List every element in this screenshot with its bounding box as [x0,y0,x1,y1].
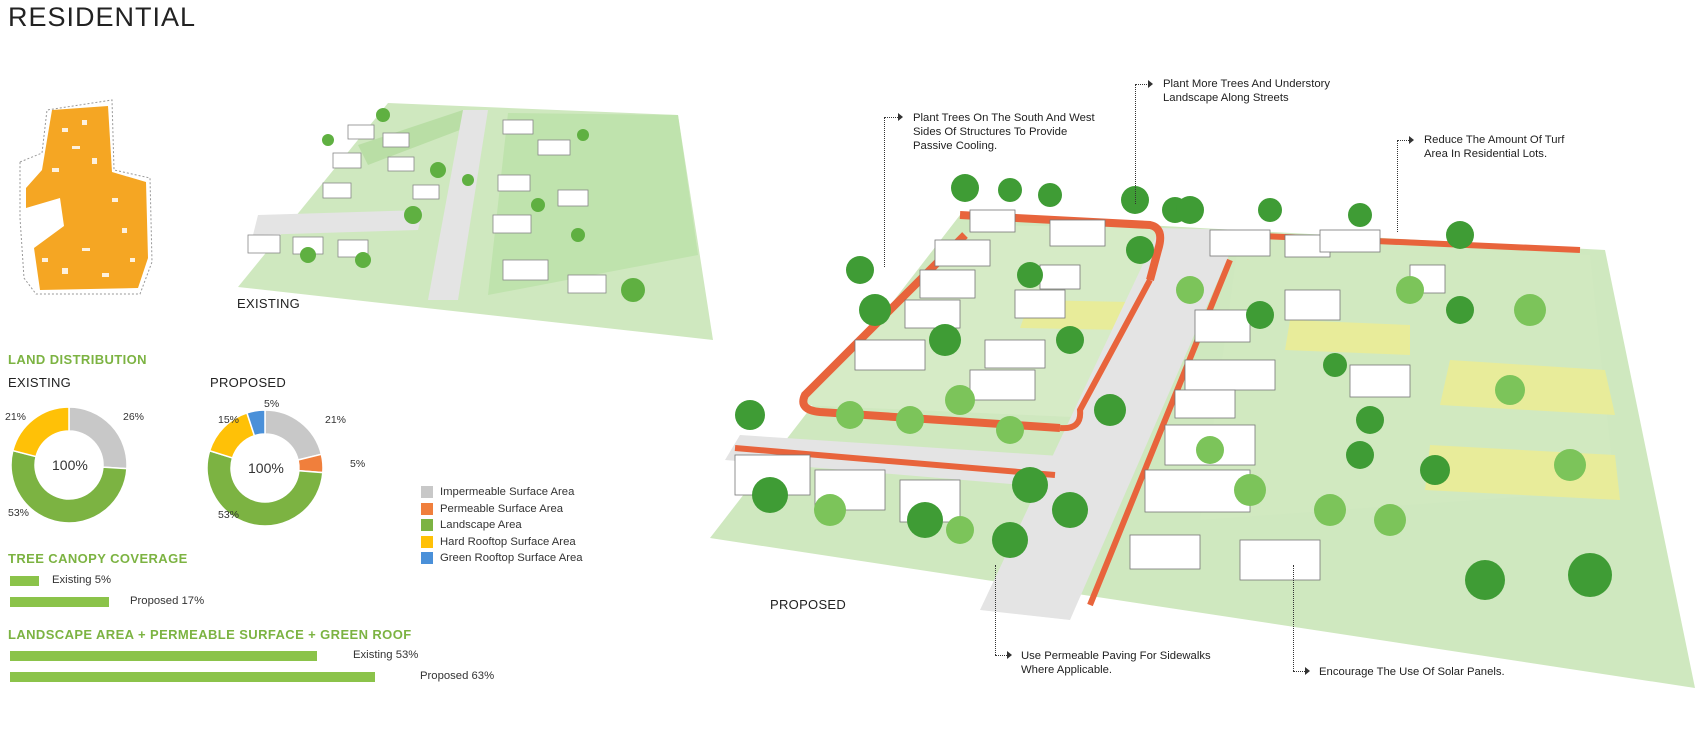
proposed-donut [206,409,324,527]
arrow-icon [898,113,903,121]
landscape-permeable-heading: LANDSCAPE AREA + PERMEABLE SURFACE + GRE… [8,627,412,642]
proposed-view-label: PROPOSED [770,597,847,612]
annotation-reduce-turf: Reduce The Amount Of Turf Area In Reside… [1424,134,1565,160]
existing-donut-label: EXISTING [8,375,72,390]
proposed-donut-label: PROPOSED [210,375,287,390]
legend-item-impermeable: Impermeable Surface Area [421,484,583,501]
annotation-permeable-paving: Use Permeable Paving For Sidewalks Where… [1021,650,1211,676]
arrow-icon [1007,651,1012,659]
legend-swatch [421,535,433,548]
locator-map [19,99,153,295]
leader-line [1293,671,1305,672]
annotation-solar-panels: Encourage The Use Of Solar Panels. [1319,666,1505,678]
proposed-permeable-pct: 5% [350,458,366,470]
donut-slice-hard_roof [11,406,70,458]
legend-item-hard-roof: Hard Rooftop Surface Area [421,534,583,551]
proposed-hard-roof-pct: 15% [218,414,240,426]
existing-neighborhood-illustration [238,103,713,340]
existing-impermeable-pct: 26% [123,411,145,423]
legend-item-green-roof: Green Rooftop Surface Area [421,550,583,567]
existing-landscape-pct: 53% [8,507,30,519]
leader-line [1135,84,1147,85]
landscape-existing-label: Existing 53% [353,649,419,661]
legend-item-landscape: Landscape Area [421,517,583,534]
leader-line [1397,140,1409,141]
tree-canopy-heading: TREE CANOPY COVERAGE [8,551,188,566]
page-title: RESIDENTIAL [8,2,197,32]
donut-slice-impermeable [264,409,323,461]
landscape-proposed-label: Proposed 63% [420,670,495,682]
leader-line [1397,140,1398,232]
proposed-impermeable-pct: 21% [325,414,347,426]
annotation-trees-south-west: Plant Trees On The South And West Sides … [913,112,1095,152]
leader-line [1293,565,1294,671]
landscape-proposed-bar [10,672,376,682]
canopy-existing-bar [10,576,39,586]
arrow-icon [1148,80,1153,88]
land-distribution-legend: Impermeable Surface Area Permeable Surfa… [421,484,583,567]
existing-view-label: EXISTING [237,296,301,311]
donut-slice-green_roof [245,409,266,437]
proposed-donut-center: 100% [248,460,284,476]
land-distribution-heading: LAND DISTRIBUTION [8,352,147,367]
canopy-existing-label: Existing 5% [52,574,112,586]
existing-donut [10,406,128,524]
existing-donut-center: 100% [52,457,88,473]
legend-swatch [421,552,433,565]
proposed-landscape-pct: 53% [218,509,240,521]
proposed-neighborhood-illustration [710,174,1695,688]
leader-line [995,565,996,655]
legend-swatch [421,519,433,532]
annotation-trees-streets: Plant More Trees And Understory Landscap… [1163,78,1331,104]
legend-swatch [421,502,433,515]
legend-swatch [421,486,433,499]
land-distribution-donuts [10,406,324,527]
arrow-icon [1305,667,1310,675]
leader-line [995,655,1007,656]
canopy-proposed-bar [10,597,109,607]
arrow-icon [1409,136,1414,144]
proposed-green-roof-pct: 5% [264,398,280,410]
leader-line [884,117,898,118]
legend-item-permeable: Permeable Surface Area [421,501,583,518]
donut-slice-landscape [10,449,128,524]
landscape-existing-bar [10,651,318,661]
canopy-proposed-label: Proposed 17% [130,595,205,607]
donut-slice-landscape [206,449,324,527]
leader-line [1135,84,1136,204]
existing-hard-roof-pct: 21% [5,411,27,423]
leader-line [884,117,885,267]
